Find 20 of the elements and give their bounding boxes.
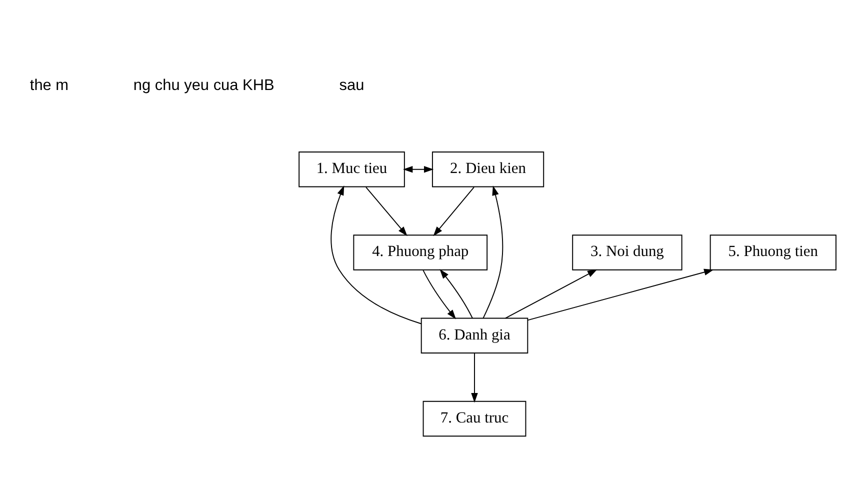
node-box: 5. Phuong tien <box>710 234 836 270</box>
node-box: 4. Phuong phap <box>353 234 488 270</box>
arrow <box>527 268 714 320</box>
node-box: 1. Muc tieu <box>298 151 405 187</box>
node-box: 7. Cau truc <box>422 400 526 436</box>
node-box: 3. Noi dung <box>572 234 682 270</box>
arrow <box>403 166 434 172</box>
arrow <box>365 186 408 236</box>
node-box: 2. Dieu kien <box>432 151 544 187</box>
label: the m <box>30 76 69 94</box>
arrow <box>433 186 474 236</box>
arrow <box>482 185 504 318</box>
node-box: 6. Danh gia <box>420 317 528 353</box>
arrow <box>422 269 456 319</box>
arrow <box>504 268 598 318</box>
label: sau <box>339 76 364 94</box>
arrow <box>440 268 473 318</box>
arrow <box>471 352 478 402</box>
arrow <box>330 185 422 324</box>
label: ng chu yeu cua KHB <box>133 76 274 94</box>
